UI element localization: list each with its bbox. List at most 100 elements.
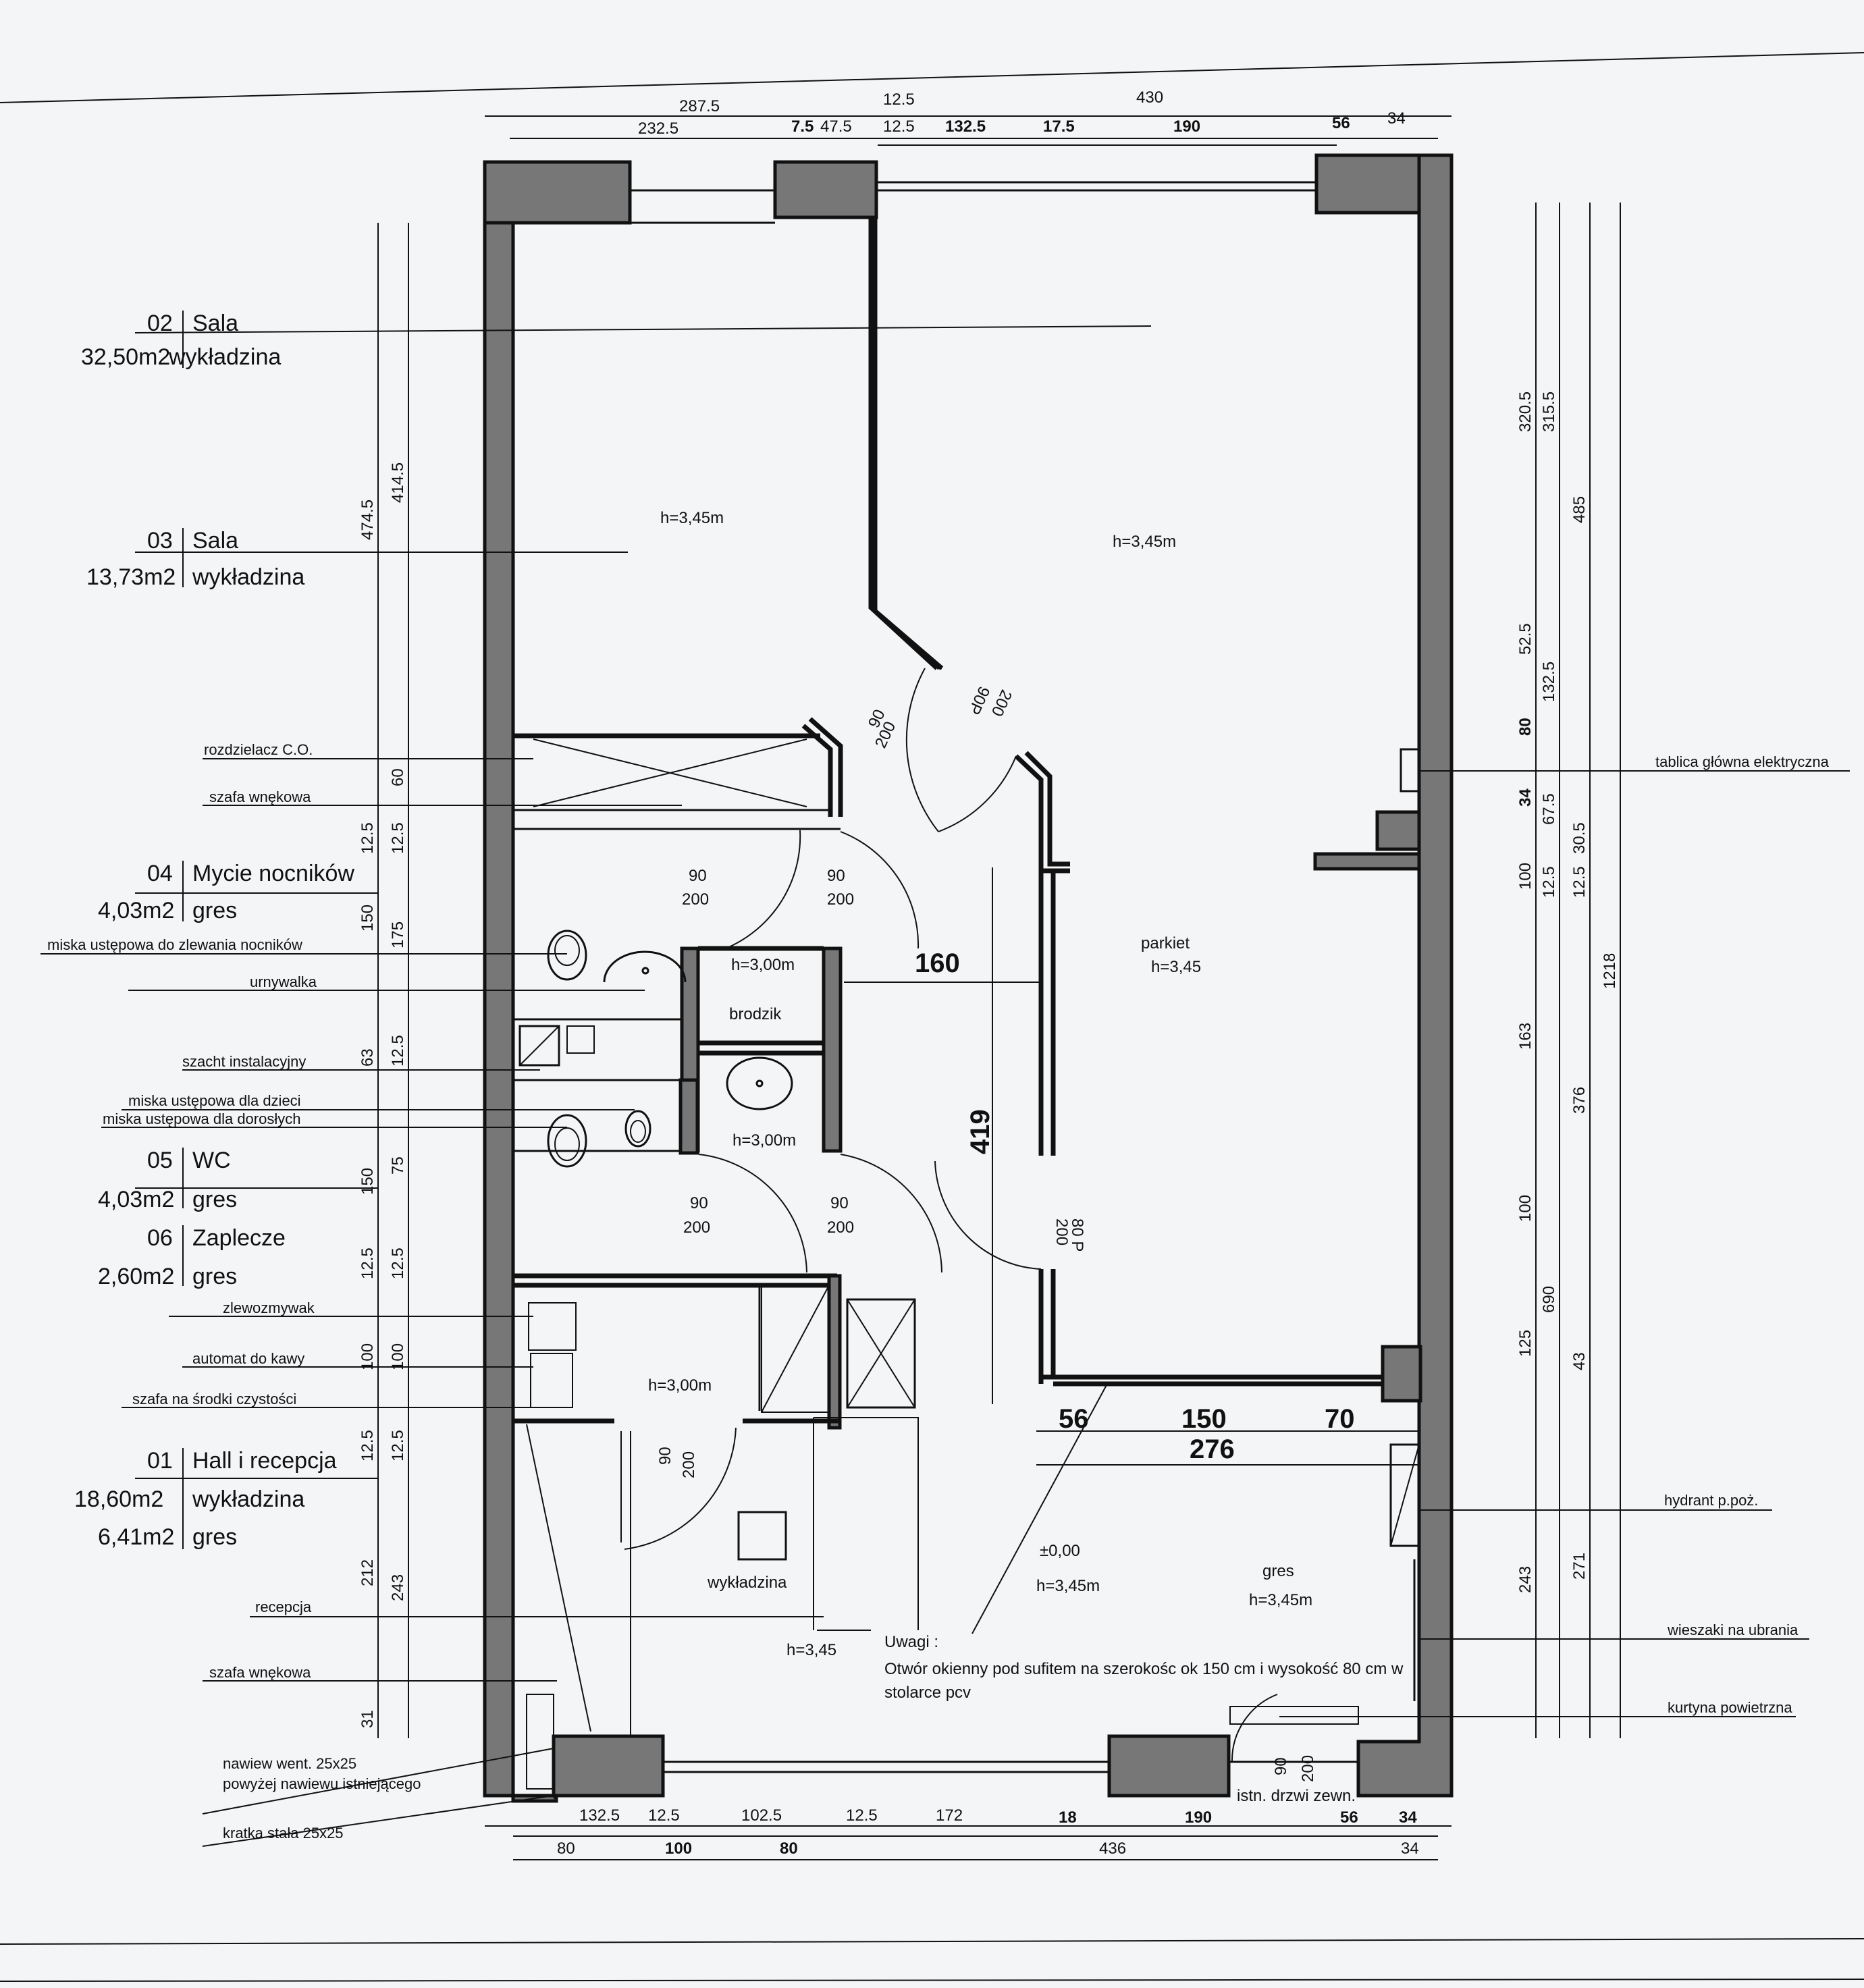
room-02-no: 02 [147, 311, 173, 336]
dim-left-175: 175 [389, 921, 407, 948]
label-powyzej: powyżej nawiewu istniejącego [223, 1775, 421, 1792]
dim-right-271: 271 [1570, 1553, 1589, 1580]
walls [483, 153, 1454, 1803]
dim-160: 160 [915, 948, 960, 978]
dim-top-34: 34 [1387, 109, 1406, 128]
top-dimensions: 287.5 12.5 430 232.5 7.5 47.5 12.5 132.5… [638, 88, 1406, 138]
room-06-no: 06 [147, 1225, 173, 1251]
label-szacht: szacht instalacyjny [182, 1053, 306, 1070]
label-level: ±0,00 [1040, 1542, 1080, 1560]
door-05a-width: 90 [690, 1194, 708, 1212]
dim-left-12-5e: 12.5 [389, 1247, 407, 1279]
door-05b-height: 200 [827, 1218, 854, 1237]
label-rozdzielacz: rozdzielacz C.O. [204, 741, 313, 758]
dim-left-12-5b: 12.5 [389, 822, 407, 854]
note-line1: Otwór okienny pod sufitem na szerokośc o… [884, 1660, 1404, 1678]
label-recepcja: recepcja [255, 1599, 312, 1615]
label-tablica: tablica główna elektryczna [1655, 753, 1830, 770]
toilet-icon [624, 1110, 651, 1148]
dim-bot-132: 132.5 [579, 1806, 620, 1825]
door-parkiet-height: 200 [1053, 1218, 1071, 1245]
toilet-icon [547, 930, 587, 981]
dim-70: 70 [1325, 1404, 1355, 1434]
room-04-floor: gres [192, 898, 237, 923]
dim-150: 150 [1181, 1404, 1227, 1434]
left-labels: rozdzielacz C.O. szafa wnękowa miska ust… [47, 741, 421, 1842]
room-02-area: 32,50m2 [81, 344, 170, 370]
label-h-parkiet: h=3,45 [1151, 958, 1201, 976]
bottom-dimensions: 132.5 12.5 102.5 12.5 172 18 190 56 34 8… [557, 1806, 1419, 1858]
label-kurtyna: kurtyna powietrzna [1668, 1699, 1792, 1716]
dim-left-243: 243 [389, 1574, 407, 1601]
label-h-sala03: h=3,45m [660, 509, 724, 527]
dim-left-150a: 150 [358, 905, 377, 932]
room-05-name: WC [192, 1148, 231, 1173]
dim-bot-34: 34 [1399, 1808, 1417, 1827]
label-door-ext: istn. drzwi zewn. [1237, 1787, 1356, 1805]
dim-right-12-5b: 12.5 [1570, 866, 1589, 898]
label-urnywalka: urnywalka [250, 973, 317, 990]
inner-dimensions: 160 419 56 150 70 276 [915, 948, 1355, 1464]
door-04a-width: 90 [689, 867, 707, 885]
label-szafa-wnekowa: szafa wnękowa [209, 788, 311, 805]
door-zaplecze-height: 200 [680, 1451, 698, 1478]
room-06-area: 2,60m2 [98, 1264, 174, 1289]
dim-419: 419 [965, 1109, 995, 1154]
dim-276: 276 [1190, 1434, 1235, 1464]
label-brodzik: brodzik [729, 1005, 782, 1023]
dim-right-690: 690 [1540, 1286, 1558, 1313]
inner-labels: h=3,45m h=3,45m parkiet h=3,45 h=3,00m b… [648, 509, 1356, 1805]
dim-left-75: 75 [389, 1156, 407, 1175]
dim-left-474: 474.5 [358, 500, 377, 540]
dim-left-100b: 100 [389, 1343, 407, 1370]
dim-left-31: 31 [358, 1710, 377, 1728]
door-05a-height: 200 [683, 1218, 710, 1237]
door-swings [624, 668, 1278, 1763]
dim-left-12-5g: 12.5 [389, 1430, 407, 1461]
room-01-floor2: gres [192, 1524, 237, 1550]
dim-bot-102: 102.5 [741, 1806, 782, 1825]
room-01-area2: 6,41m2 [98, 1524, 174, 1550]
sink-icon [726, 1056, 793, 1110]
dim-left-60: 60 [389, 768, 407, 786]
dim-bot-80: 80 [557, 1839, 575, 1858]
label-wieszaki: wieszaki na ubrania [1667, 1621, 1799, 1638]
label-h-gres: h=3,45m [1249, 1591, 1312, 1609]
dim-bot-436: 436 [1099, 1839, 1126, 1858]
label-hydrant: hydrant p.poż. [1664, 1492, 1758, 1509]
dim-right-100a: 100 [1516, 863, 1535, 890]
dim-right-132: 132.5 [1540, 662, 1558, 702]
dim-top-47-5: 47.5 [820, 117, 852, 136]
dim-bot-34b: 34 [1401, 1839, 1419, 1858]
label-miska-nocniki: miska ustępowa do zlewania nocników [47, 936, 302, 953]
label-h-hall: h=3,45m [1036, 1577, 1100, 1595]
dim-left-414: 414.5 [389, 462, 407, 503]
dim-left-63: 63 [358, 1048, 377, 1067]
dim-top-12-5b: 12.5 [883, 117, 915, 136]
dim-right-52: 52.5 [1516, 623, 1535, 655]
dim-right-163: 163 [1516, 1023, 1535, 1050]
label-gres: gres [1262, 1562, 1294, 1580]
room-05-floor: gres [192, 1187, 237, 1212]
urinal-icon [603, 950, 687, 983]
room-legend: 02 Sala 32,50m2 wykładzina 03 Sala 13,73… [74, 311, 354, 1550]
room-02-floor: wykładzina [168, 344, 281, 370]
dim-top-7-5: 7.5 [791, 117, 814, 136]
note-line2: stolarce pcv [884, 1684, 971, 1702]
dim-bot-12-5: 12.5 [648, 1806, 680, 1825]
dim-right-125: 125 [1516, 1330, 1535, 1357]
door-zaplecze-width: 90 [656, 1447, 674, 1465]
dim-left-12-5c: 12.5 [389, 1035, 407, 1067]
dim-bot-12-5b: 12.5 [846, 1806, 878, 1825]
door-04b-width: 90 [827, 867, 845, 885]
dim-bot-172: 172 [936, 1806, 963, 1825]
left-dimensions: 474.5 414.5 60 12.5 12.5 150 175 63 12.5… [358, 462, 407, 1728]
label-h-zaplecze: h=3,00m [648, 1376, 712, 1395]
door-parkiet-width: 80 P [1068, 1218, 1086, 1252]
label-h-wc: h=3,00m [733, 1131, 796, 1150]
dim-left-12-5d: 12.5 [358, 1247, 377, 1279]
label-wykladzina: wykładzina [707, 1574, 787, 1592]
dim-top-232: 232.5 [638, 119, 678, 138]
door-05b-width: 90 [830, 1194, 849, 1212]
